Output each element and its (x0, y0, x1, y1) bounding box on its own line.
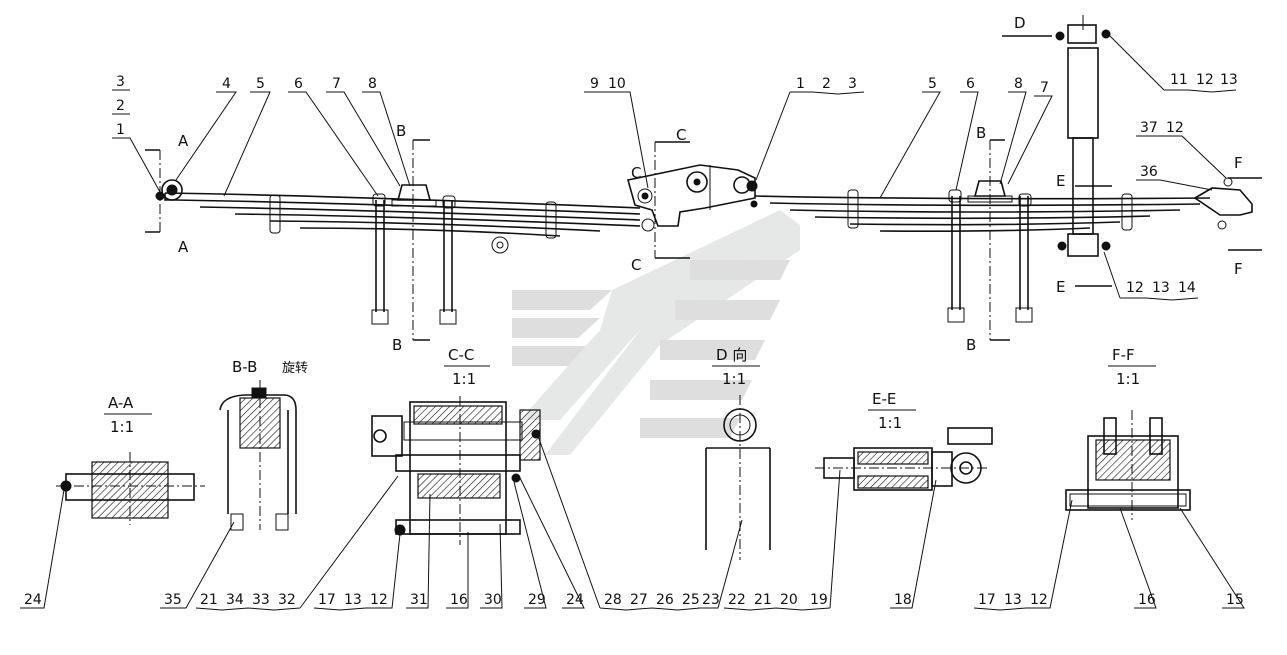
section-ee-scale: 1:1 (878, 414, 902, 432)
section-bb-title: B-B (232, 358, 257, 376)
label-36: 36 (1140, 164, 1158, 180)
label-7b: 7 (1040, 80, 1049, 96)
label-cc-25: 25 (682, 592, 700, 608)
section-ff-title: F-F (1112, 346, 1135, 364)
left-spring-clamp-1 (269, 194, 281, 234)
label-f-15: 15 (1226, 592, 1244, 608)
label-d-22: 22 (728, 592, 746, 608)
section-view-ee: E-E 1:1 (815, 390, 993, 491)
label-4a: 4 (222, 76, 231, 92)
label-8b: 8 (1014, 76, 1023, 92)
label-14: 14 (1178, 280, 1196, 296)
label-8a: 8 (368, 76, 377, 92)
left-spring-clamp-2 (545, 201, 557, 239)
label-cc-27: 27 (630, 592, 648, 608)
section-bb-note: 旋转 (282, 361, 308, 376)
label-12c: 12 (1126, 280, 1144, 296)
label-11: 11 (1170, 72, 1188, 88)
section-cc-title: C-C (448, 346, 474, 364)
section-mark-b2-bottom: B (966, 336, 976, 354)
section-view-bb: B-B 旋转 (219, 358, 308, 531)
label-cc-13: 13 (344, 592, 362, 608)
section-mark-e-top: E (1056, 172, 1065, 190)
label-10: 10 (608, 76, 626, 92)
watermark-logo (512, 210, 800, 455)
section-mark-e-bottom: E (1056, 278, 1065, 296)
top-leader-labels: 3 2 1 4 5 6 7 8 9 10 1 2 3 5 6 8 7 11 12… (112, 33, 1238, 301)
label-3a: 3 (116, 74, 125, 90)
label-13a: 13 (1220, 72, 1238, 88)
label-bb-21: 21 (200, 592, 218, 608)
label-12a: 12 (1196, 72, 1214, 88)
section-markers: A A B B C C C D B B E E F F (145, 14, 1262, 354)
label-d-21: 21 (754, 592, 772, 608)
label-f-12: 12 (1030, 592, 1048, 608)
label-2b: 2 (822, 76, 831, 92)
section-mark-b-top: B (396, 122, 406, 140)
label-5b: 5 (928, 76, 937, 92)
section-view-cc: C-C 1:1 (371, 346, 541, 545)
label-d-20: 20 (780, 592, 798, 608)
label-aa-24: 24 (24, 592, 42, 608)
label-cc-12: 12 (370, 592, 388, 608)
label-d-23: 23 (702, 592, 720, 608)
label-cc-28: 28 (604, 592, 622, 608)
label-1a: 1 (116, 122, 125, 138)
label-1b: 1 (796, 76, 805, 92)
label-cc-31: 31 (410, 592, 428, 608)
section-mark-a-top: A (178, 132, 189, 150)
section-view-aa: A-A 1:1 (56, 394, 205, 525)
section-ff-scale: 1:1 (1116, 370, 1140, 388)
label-cc-29: 29 (528, 592, 546, 608)
label-5a: 5 (256, 76, 265, 92)
left-axle-seat (396, 184, 432, 201)
label-6a: 6 (294, 76, 303, 92)
label-cc-17: 17 (318, 592, 336, 608)
label-6b: 6 (966, 76, 975, 92)
shock-absorber (1055, 15, 1111, 257)
label-e-18: 18 (894, 592, 912, 608)
label-bb-35: 35 (164, 592, 182, 608)
section-view-d: D 向 1:1 (705, 346, 771, 560)
section-mark-d: D (1014, 14, 1026, 32)
section-aa-scale: 1:1 (110, 418, 134, 436)
section-mark-c-top: C (676, 126, 686, 144)
label-cc-30: 30 (484, 592, 502, 608)
label-9: 9 (590, 76, 599, 92)
label-cc-26: 26 (656, 592, 674, 608)
section-mark-b2-top: B (976, 124, 986, 142)
bottom-labels: 24 35 21 34 33 32 17 13 12 31 16 30 29 2… (20, 435, 1245, 611)
label-cc-24: 24 (566, 592, 584, 608)
label-f-13: 13 (1004, 592, 1022, 608)
section-aa-title: A-A (108, 394, 134, 412)
section-cc-scale: 1:1 (452, 370, 476, 388)
section-mark-b-bottom: B (392, 336, 402, 354)
label-bb-33: 33 (252, 592, 270, 608)
label-37: 37 (1140, 120, 1158, 136)
label-bb-34: 34 (226, 592, 244, 608)
section-mark-f-bottom: F (1234, 260, 1243, 278)
section-view-ff: F-F 1:1 (1065, 346, 1191, 520)
label-2a: 2 (116, 98, 125, 114)
section-ee-title: E-E (872, 390, 896, 408)
label-bb-32: 32 (278, 592, 296, 608)
section-d-title: D 向 (716, 346, 747, 364)
label-f-17: 17 (978, 592, 996, 608)
section-mark-c-mid: C (631, 164, 641, 182)
label-7a: 7 (332, 76, 341, 92)
left-eye-bushing (161, 179, 183, 201)
section-d-scale: 1:1 (722, 370, 746, 388)
main-spring-assembly (155, 15, 1253, 325)
section-mark-c-bottom: C (631, 256, 641, 274)
label-cc-16: 16 (450, 592, 468, 608)
label-12b: 12 (1166, 120, 1184, 136)
label-13c: 13 (1152, 280, 1170, 296)
center-bracket (626, 164, 758, 232)
section-mark-a-bottom: A (178, 238, 189, 256)
section-mark-f-top: F (1234, 154, 1243, 172)
label-3b: 3 (848, 76, 857, 92)
label-d-19: 19 (810, 592, 828, 608)
